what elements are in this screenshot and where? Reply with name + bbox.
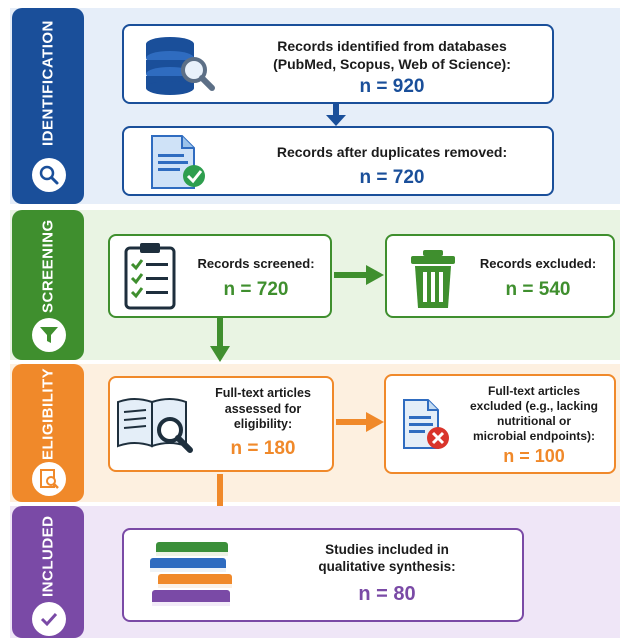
fulltext-excluded-line2: excluded (e.g., lacking (469, 399, 599, 413)
book-stack-icon (146, 538, 242, 614)
included-tab: INCLUDED (12, 506, 84, 638)
funnel-icon (32, 318, 66, 352)
fulltext-excluded-count: n = 100 (503, 446, 565, 466)
fulltext-count: n = 180 (230, 437, 296, 459)
document-search-icon (32, 462, 66, 496)
excluded-line1: Records excluded: (479, 256, 597, 271)
deduplicated-box: Records after duplicates removed: n = 72… (122, 126, 554, 196)
identification-tab: IDENTIFICATION (12, 8, 84, 204)
clipboard-checklist-icon (122, 242, 180, 312)
fulltext-line3: eligibility: (233, 417, 293, 432)
fulltext-excluded-line1: Full-text articles (487, 384, 581, 398)
deduplicated-line1: Records after duplicates removed: (276, 144, 508, 160)
deduplicated-count: n = 720 (359, 166, 425, 188)
checkmark-icon (32, 602, 66, 636)
arrow-screened-to-fulltext (210, 318, 230, 362)
included-line1: Studies included in (325, 542, 449, 557)
fulltext-excluded-line3: nutritional or (497, 414, 571, 428)
fulltext-excluded-box: Full-text articles excluded (e.g., lacki… (384, 374, 616, 474)
screening-tab: SCREENING (12, 210, 84, 360)
screening-label: SCREENING (39, 219, 57, 313)
included-line2: qualitative synthesis: (318, 558, 456, 574)
identified-line2: (PubMed, Scopus, Web of Science): (273, 55, 511, 72)
fulltext-line1: Full-text articles (215, 386, 311, 400)
database-search-icon (140, 34, 220, 96)
eligibility-label: ELIGIBILITY (39, 367, 57, 461)
excluded-box: Records excluded: n = 540 (385, 234, 615, 318)
open-book-search-icon (114, 394, 196, 456)
arrow-fulltext-to-excluded (336, 412, 384, 432)
fulltext-line2: assessed for (224, 401, 302, 416)
identified-box: Records identified from databases (PubMe… (122, 24, 554, 104)
included-box: Studies included in qualitative synthesi… (122, 528, 524, 622)
screened-line1: Records screened: (197, 256, 315, 271)
screened-count: n = 720 (223, 279, 289, 301)
document-check-icon (148, 134, 212, 190)
trash-icon (407, 248, 459, 310)
arrow-identified-to-deduplicated (326, 104, 346, 126)
identification-label: IDENTIFICATION (39, 20, 57, 146)
eligibility-tab: ELIGIBILITY (12, 364, 84, 502)
screened-box: Records screened: n = 720 (108, 234, 332, 318)
fulltext-box: Full-text articles assessed for eligibil… (108, 376, 334, 472)
identified-count: n = 920 (359, 76, 425, 97)
included-label: INCLUDED (39, 515, 57, 597)
excluded-count: n = 540 (505, 279, 571, 301)
magnifier-icon (32, 158, 66, 192)
document-reject-icon (400, 398, 456, 454)
fulltext-excluded-line4: microbial endpoints): (472, 429, 595, 443)
included-count: n = 80 (358, 582, 416, 605)
arrow-screened-to-excluded (334, 265, 384, 285)
identified-line1: Records identified from databases (277, 38, 507, 54)
